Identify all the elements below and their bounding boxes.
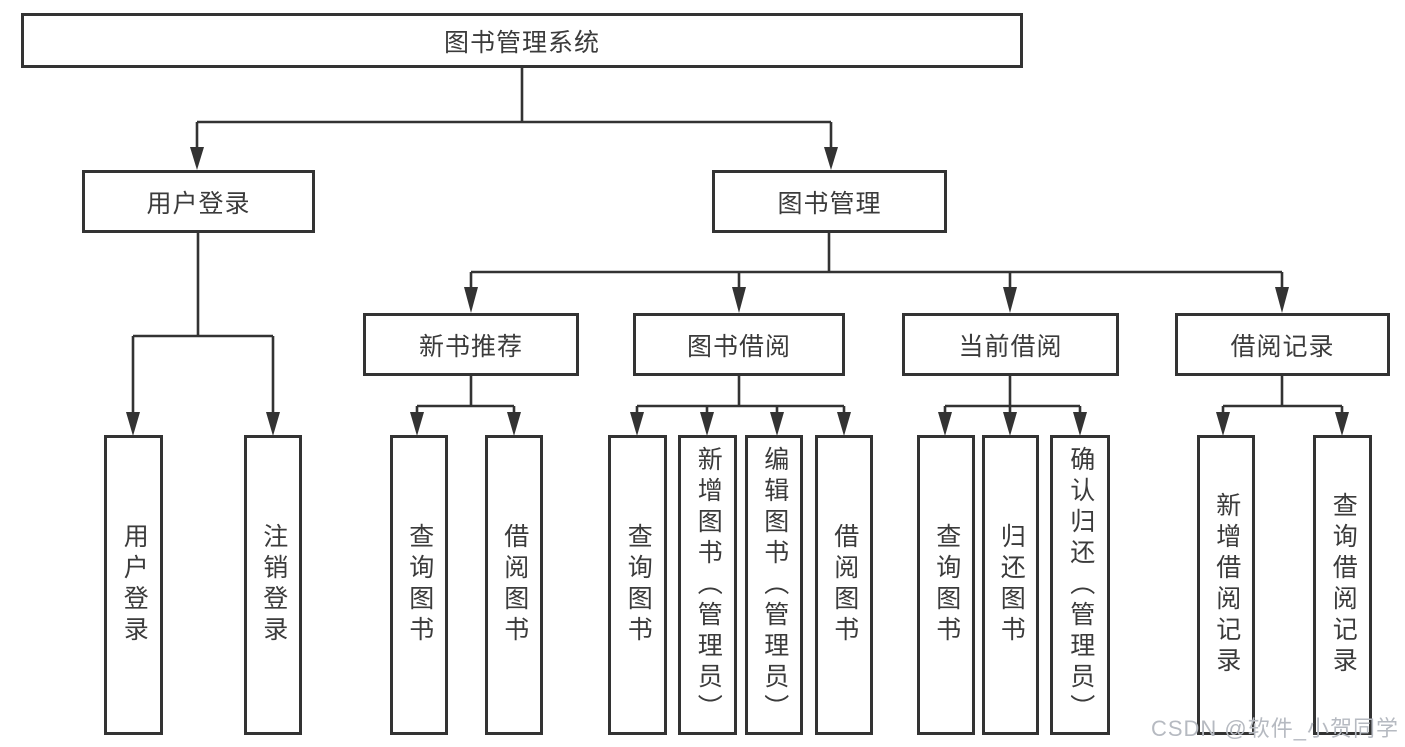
leaf-logout: 注销登录 xyxy=(244,435,302,735)
node-label: 查询图书 xyxy=(624,523,653,647)
node-label: 编辑图书（管理员） xyxy=(760,445,789,725)
leaf-add-borrow-record: 新增借阅记录 xyxy=(1197,435,1255,735)
csdn-watermark: CSDN @软件_小贺同学 xyxy=(1150,716,1399,741)
node-new-book-recommend: 新书推荐 xyxy=(363,313,579,376)
node-label: 图书管理系统 xyxy=(443,28,600,57)
leaf-edit-books-admin: 编辑图书（管理员） xyxy=(745,435,803,735)
node-label: 借阅图书 xyxy=(500,523,529,647)
node-library-management-system: 图书管理系统 xyxy=(21,13,1023,68)
node-label: 用户登录 xyxy=(120,523,149,647)
node-label: 新增图书（管理员） xyxy=(694,445,723,725)
leaf-user-login: 用户登录 xyxy=(104,435,163,735)
node-label: 查询图书 xyxy=(932,523,961,647)
node-label: 借阅记录 xyxy=(1230,332,1335,361)
node-label: 注销登录 xyxy=(259,523,288,647)
leaf-borrow-books-recommend: 借阅图书 xyxy=(485,435,543,735)
node-label: 借阅图书 xyxy=(830,523,859,647)
leaf-query-books-current: 查询图书 xyxy=(917,435,975,735)
leaf-return-books: 归还图书 xyxy=(982,435,1039,735)
node-label: 新书推荐 xyxy=(418,332,523,361)
leaf-borrow-books: 借阅图书 xyxy=(815,435,873,735)
leaf-query-borrow-record: 查询借阅记录 xyxy=(1313,435,1372,735)
node-current-borrow: 当前借阅 xyxy=(902,313,1119,376)
node-label: 归还图书 xyxy=(997,523,1026,647)
node-book-borrow: 图书借阅 xyxy=(633,313,845,376)
node-user-login: 用户登录 xyxy=(82,170,315,233)
node-borrow-records: 借阅记录 xyxy=(1175,313,1390,376)
node-label: 新增借阅记录 xyxy=(1212,492,1241,678)
node-label: 查询借阅记录 xyxy=(1329,492,1358,678)
node-book-management: 图书管理 xyxy=(712,170,947,233)
node-label: 查询图书 xyxy=(405,523,434,647)
node-label: 图书管理 xyxy=(777,189,882,218)
leaf-confirm-return-admin: 确认归还（管理员） xyxy=(1050,435,1110,735)
node-label: 确认归还（管理员） xyxy=(1066,445,1095,725)
leaf-query-books-borrow: 查询图书 xyxy=(608,435,667,735)
leaf-add-books-admin: 新增图书（管理员） xyxy=(678,435,737,735)
node-label: 图书借阅 xyxy=(686,332,791,361)
leaf-query-books-recommend: 查询图书 xyxy=(390,435,448,735)
node-label: 用户登录 xyxy=(146,189,251,218)
node-label: 当前借阅 xyxy=(958,332,1063,361)
